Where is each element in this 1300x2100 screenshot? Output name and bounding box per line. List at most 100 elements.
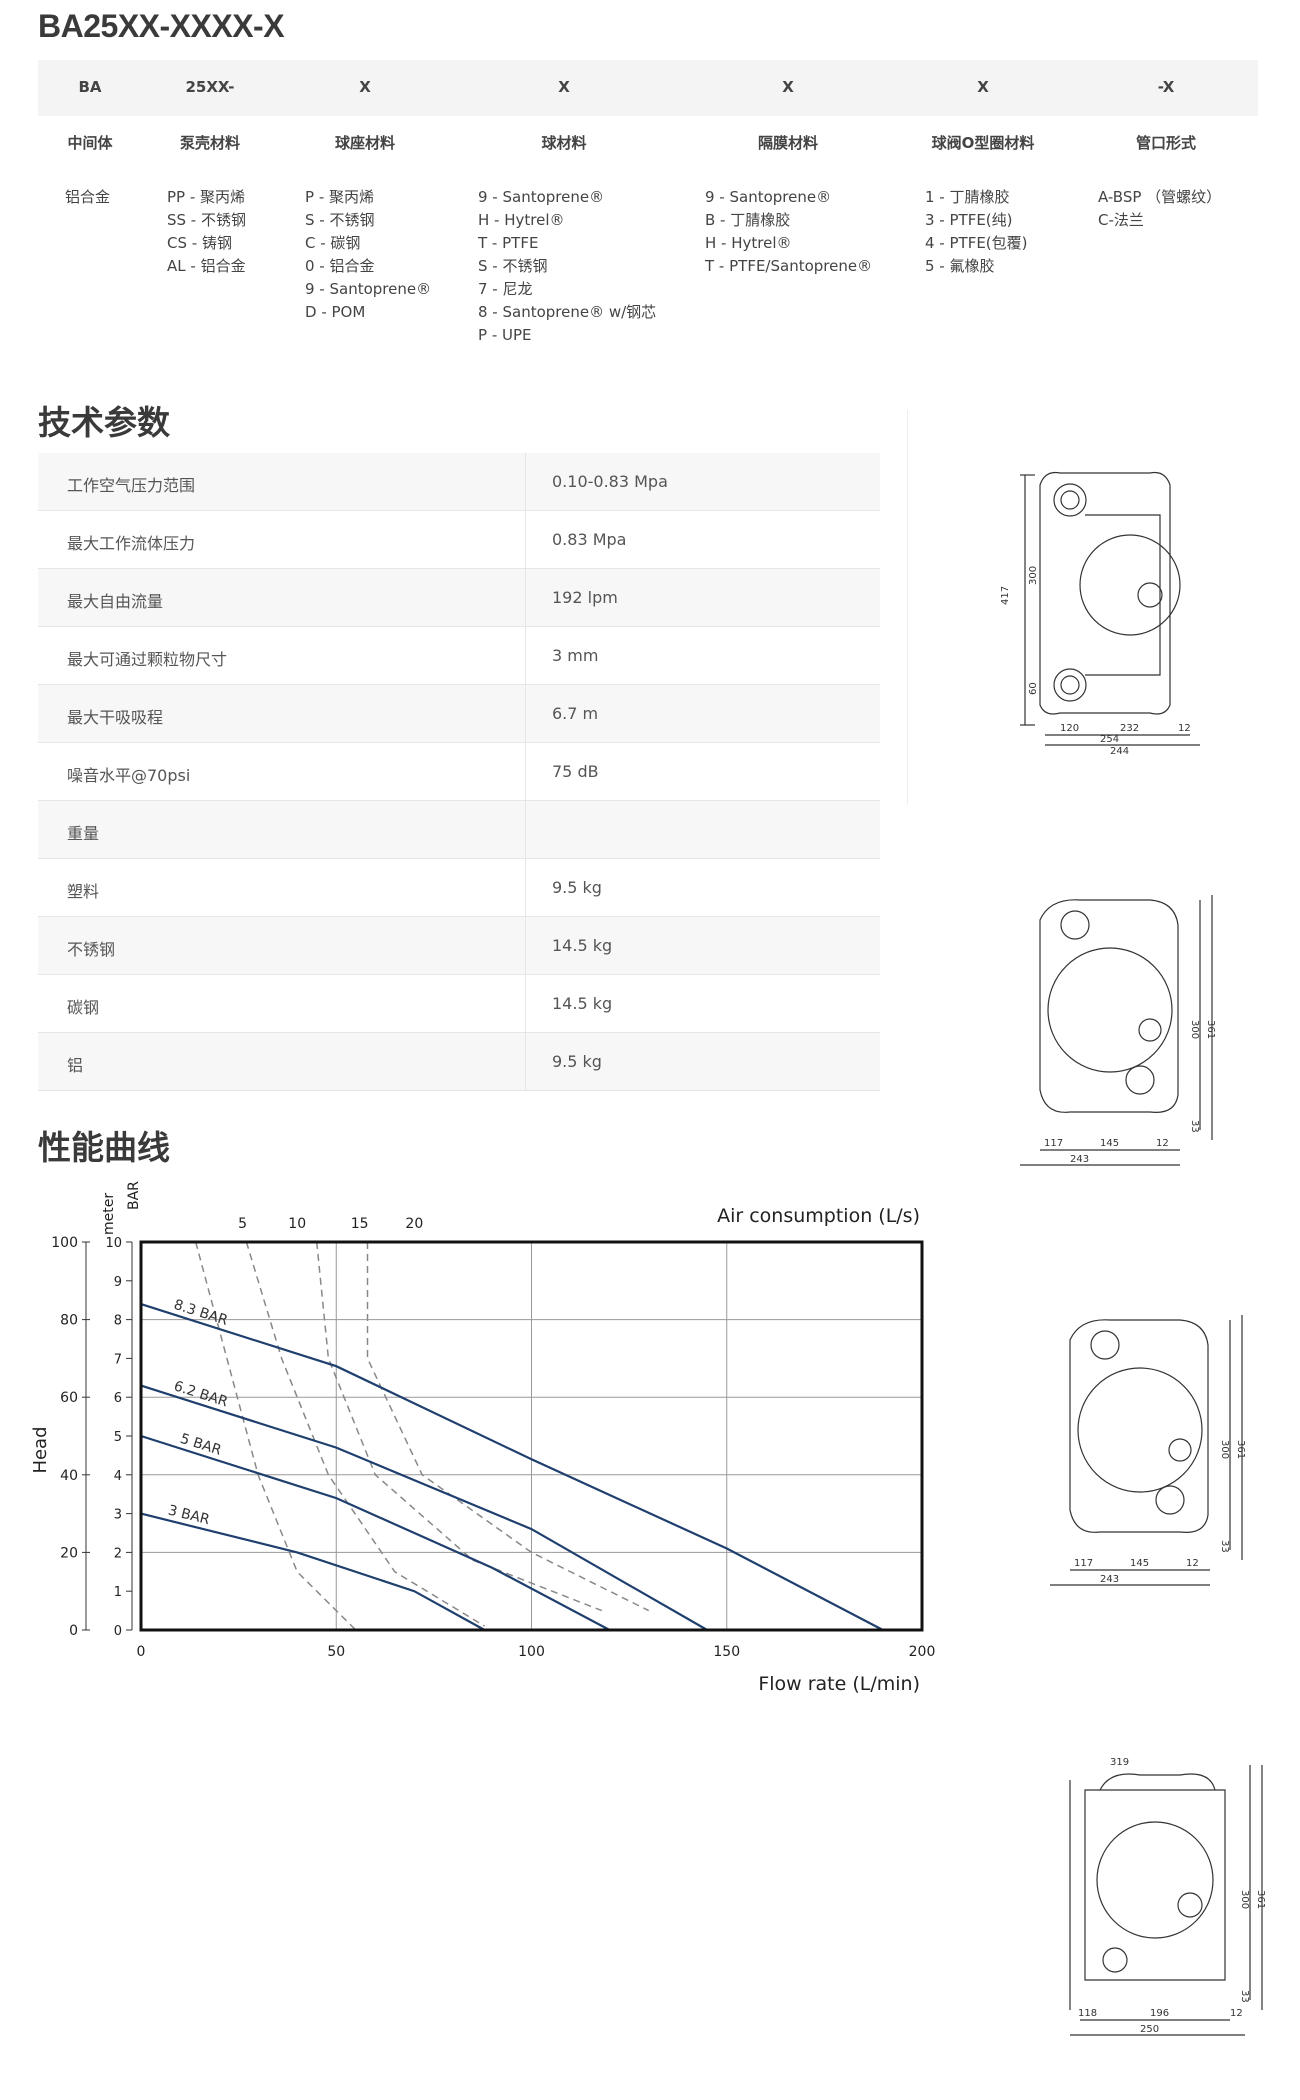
dimension-label: 300 <box>1239 1890 1250 1909</box>
table-row: 最大干吸吸程 6.7 m <box>38 685 880 743</box>
dimension-label: 12 <box>1230 2008 1243 2019</box>
option-item: 0 - 铝合金 <box>305 257 375 275</box>
option-item: S - 不锈钢 <box>478 257 548 275</box>
dimension-label: 145 <box>1100 1138 1119 1149</box>
bar-tick-label: 7 <box>114 1352 122 1367</box>
air-consumption-label: Air consumption (L/s) <box>717 1205 920 1227</box>
dimension-label: 33 <box>1239 1990 1250 2003</box>
specs-title: 技术参数 <box>38 403 170 442</box>
option-item: H - Hytrel® <box>478 211 565 229</box>
air-consumption-curve <box>366 1242 650 1612</box>
pump-drawing-4: 319 300 361 33 196 250 12 118 <box>1069 1757 1266 2036</box>
spec-value: 9.5 kg <box>552 1052 602 1071</box>
dimension-label: 243 <box>1070 1154 1089 1165</box>
pump-drawing-2: 300 361 33 145 12 117 243 <box>1020 895 1216 1166</box>
spec-label: 最大工作流体压力 <box>67 534 196 553</box>
dimension-label: 300 <box>1028 566 1039 585</box>
option-column: A-BSP （管螺纹） C-法兰 <box>1098 186 1221 232</box>
spec-value: 0.10-0.83 Mpa <box>552 472 668 491</box>
dimension-label: 232 <box>1120 723 1139 734</box>
air-consumption-curves <box>194 1241 650 1631</box>
option-item: S - 不锈钢 <box>305 211 375 229</box>
option-item: 铝合金 <box>65 188 111 206</box>
column-divider <box>525 859 526 916</box>
header-cell: 隔膜材料 <box>757 134 819 152</box>
option-item: T - PTFE/Santoprene® <box>705 257 873 275</box>
x-tick-label: 50 <box>327 1644 345 1660</box>
option-item: 1 - 丁腈橡胶 <box>925 188 1010 206</box>
column-divider <box>525 511 526 568</box>
bar-tick-label: 1 <box>114 1585 122 1600</box>
dimension-label: 60 <box>1028 682 1039 695</box>
option-item: 4 - PTFE(包覆) <box>925 234 1028 252</box>
column-divider <box>525 453 526 510</box>
spec-value: 0.83 Mpa <box>552 530 627 549</box>
option-item: B - 丁腈橡胶 <box>705 211 791 229</box>
spec-value: 75 dB <box>552 762 599 781</box>
column-divider <box>525 1033 526 1090</box>
option-column: P - 聚丙烯 S - 不锈钢 C - 碳钢 0 - 铝合金 9 - Santo… <box>305 186 431 324</box>
option-item: 9 - Santoprene® <box>478 188 605 206</box>
dimension-label: 12 <box>1156 1138 1169 1149</box>
dimension-label: 12 <box>1178 723 1191 734</box>
air-consumption-curve <box>245 1241 485 1627</box>
pressure-curve <box>140 1303 884 1631</box>
option-item: P - 聚丙烯 <box>305 188 374 206</box>
dimension-label: 361 <box>1255 1890 1266 1909</box>
column-divider <box>525 917 526 974</box>
dimension-label: 361 <box>1205 1020 1216 1039</box>
code-segment: -X <box>1157 78 1175 96</box>
curve-title: 性能曲线 <box>38 1128 170 1167</box>
option-item: H - Hytrel® <box>705 234 792 252</box>
bar-tick-label: 9 <box>114 1275 122 1290</box>
spec-label: 碳钢 <box>67 998 100 1017</box>
spec-value: 192 lpm <box>552 588 618 607</box>
pump-drawing-1: 417 300 120 232 254 244 12 60 <box>1000 471 1200 755</box>
dimension-label: 250 <box>1140 2024 1159 2035</box>
table-row: 最大工作流体压力 0.83 Mpa <box>38 511 880 569</box>
column-divider <box>525 801 526 858</box>
dimension-label: 417 <box>1000 586 1011 605</box>
spec-label: 噪音水平@70psi <box>67 766 191 785</box>
option-column: 1 - 丁腈橡胶 3 - PTFE(纯) 4 - PTFE(包覆) 5 - 氟橡… <box>925 186 1028 278</box>
meter-tick-label: 20 <box>60 1545 78 1561</box>
header-cell: 泵壳材料 <box>179 134 241 152</box>
code-segment: X <box>977 78 989 96</box>
meter-tick-label: 100 <box>51 1235 78 1251</box>
bar-tick-label: 0 <box>114 1624 122 1639</box>
x-tick-label: 150 <box>713 1644 740 1660</box>
x-tick-label: 0 <box>137 1644 146 1660</box>
dimension-label: 300 <box>1219 1440 1230 1459</box>
option-item: P - UPE <box>478 326 532 344</box>
air-consumption-curve <box>194 1241 357 1631</box>
code-segment: X <box>558 78 570 96</box>
spec-label: 最大干吸吸程 <box>67 708 164 727</box>
bar-tick-label: 6 <box>114 1391 122 1406</box>
pressure-curve <box>140 1384 708 1631</box>
option-item: A-BSP （管螺纹） <box>1098 188 1222 206</box>
spec-value: 6.7 m <box>552 704 599 723</box>
spec-value: 9.5 kg <box>552 878 602 897</box>
dimension-label: 117 <box>1044 1138 1063 1149</box>
bar-tick-label: 2 <box>114 1546 122 1561</box>
bar-tick-label: 10 <box>105 1236 122 1251</box>
dimension-label: 120 <box>1060 723 1079 734</box>
plot-frame <box>139 1240 924 1632</box>
option-item: 5 - 氟橡胶 <box>925 257 995 275</box>
dimension-label: 12 <box>1186 1558 1199 1569</box>
y-axis-label: Head <box>30 1426 51 1473</box>
header-cell: 球座材料 <box>334 134 396 152</box>
option-item: C - 碳钢 <box>305 234 361 252</box>
dimension-label: 33 <box>1219 1540 1230 1553</box>
option-column: 9 - Santoprene® B - 丁腈橡胶 H - Hytrel® T -… <box>705 186 872 278</box>
option-column: 铝合金 <box>65 186 110 209</box>
code-segment: BA <box>78 78 102 96</box>
